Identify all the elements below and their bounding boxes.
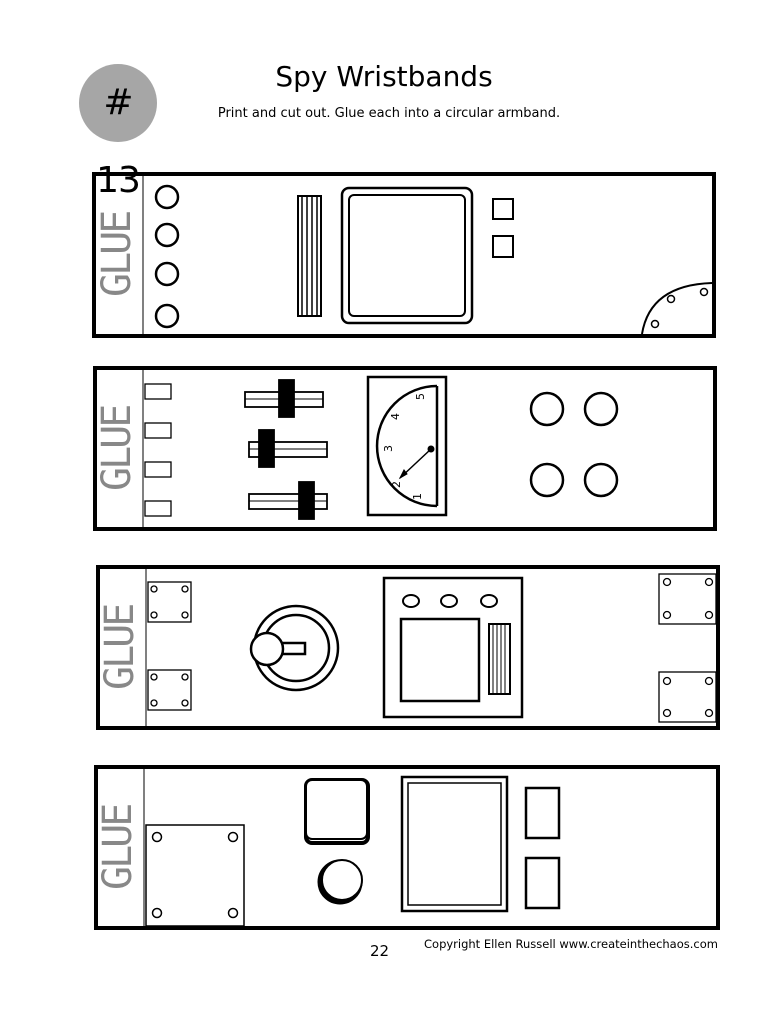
edge-tabs — [144, 383, 172, 517]
screen-display — [340, 186, 474, 325]
joystick — [249, 604, 340, 692]
round-buttons — [529, 391, 619, 498]
rectangle-buttons — [524, 786, 561, 910]
gauge-tick: 2 — [390, 481, 403, 488]
glue-label: GLUE — [94, 212, 140, 297]
wristband-4 — [94, 765, 720, 930]
wristband-3 — [96, 565, 720, 730]
gauge-tick-labels: 1 2 3 4 5 — [382, 393, 427, 500]
badge-label: # 13 — [96, 82, 141, 201]
wristband-1 — [92, 172, 716, 338]
fader-sliders — [244, 379, 328, 520]
gauge-tick: 1 — [411, 493, 424, 500]
slider-strip — [297, 195, 322, 317]
page-title: Spy Wristbands — [275, 60, 493, 93]
copyright-text: Copyright Ellen Russell www.createinthec… — [424, 937, 718, 951]
gauge-tick: 4 — [389, 413, 402, 420]
glue-label: GLUE — [95, 805, 141, 890]
wristband-2 — [93, 366, 717, 531]
control-panel — [382, 576, 524, 719]
mounting-plate — [145, 824, 245, 927]
corner-plate — [641, 282, 713, 335]
screen-frame — [400, 775, 509, 913]
gauge-tick: 3 — [382, 445, 395, 452]
glue-label: GLUE — [97, 605, 143, 690]
analog-gauge — [366, 375, 448, 517]
page-number: 22 — [370, 942, 390, 960]
glue-label: GLUE — [94, 406, 140, 491]
number-badge: # 13 — [79, 64, 157, 201]
knob — [317, 859, 363, 905]
page-instructions: Print and cut out. Glue each into a circ… — [217, 106, 561, 121]
small-square-buttons — [492, 198, 514, 258]
corner-plates — [147, 573, 717, 723]
button-circles — [154, 184, 180, 329]
square-button — [304, 778, 370, 845]
gauge-tick: 5 — [414, 393, 427, 400]
